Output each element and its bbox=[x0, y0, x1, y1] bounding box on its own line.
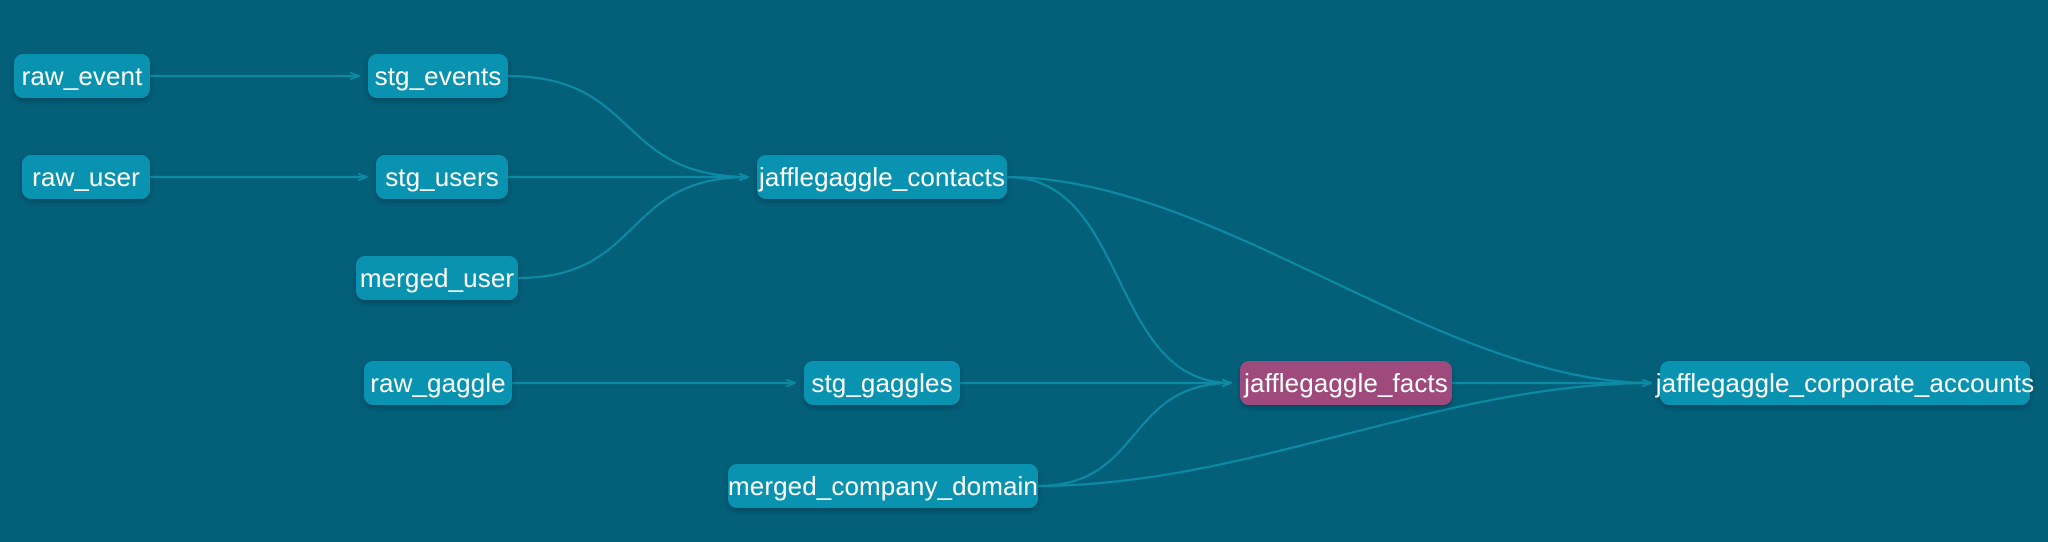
edge-stg_events-to-jafflegaggle_contacts bbox=[507, 74, 748, 177]
edge-jafflegaggle_contacts-to-jafflegaggle_facts bbox=[1006, 175, 1231, 383]
node-label: jafflegaggle_corporate_accounts bbox=[1655, 368, 2035, 398]
node-label: jafflegaggle_contacts bbox=[759, 162, 1005, 192]
node-label: merged_company_domain bbox=[728, 471, 1038, 501]
node-label: stg_events bbox=[374, 61, 502, 91]
node-label: merged_user bbox=[359, 263, 515, 293]
node-label: jafflegaggle_facts bbox=[1244, 368, 1448, 398]
node-stg_users[interactable]: stg_users bbox=[376, 155, 508, 199]
node-merged_company_domain[interactable]: merged_company_domain bbox=[728, 464, 1038, 508]
node-label: raw_event bbox=[21, 61, 143, 91]
node-label: raw_gaggle bbox=[370, 368, 506, 398]
node-jafflegaggle_contacts[interactable]: jafflegaggle_contacts bbox=[757, 155, 1007, 199]
edge-merged_user-to-jafflegaggle_contacts bbox=[517, 177, 748, 280]
node-raw_user[interactable]: raw_user bbox=[22, 155, 150, 199]
node-label: stg_users bbox=[385, 162, 499, 192]
node-label: stg_gaggles bbox=[811, 368, 953, 398]
node-stg_gaggles[interactable]: stg_gaggles bbox=[804, 361, 960, 405]
node-raw_event[interactable]: raw_event bbox=[14, 54, 150, 98]
node-jafflegaggle_facts[interactable]: jafflegaggle_facts bbox=[1240, 361, 1452, 405]
node-raw_gaggle[interactable]: raw_gaggle bbox=[364, 361, 512, 405]
node-jafflegaggle_corporate_accounts[interactable]: jafflegaggle_corporate_accounts bbox=[1656, 361, 2034, 405]
node-label: raw_user bbox=[32, 162, 140, 192]
node-stg_events[interactable]: stg_events bbox=[368, 54, 508, 98]
edge-merged_company_domain-to-jafflegaggle_facts bbox=[1037, 383, 1231, 488]
node-merged_user[interactable]: merged_user bbox=[356, 256, 518, 300]
edge-jafflegaggle_contacts-to-jafflegaggle_corporate_accounts bbox=[1006, 175, 1651, 383]
